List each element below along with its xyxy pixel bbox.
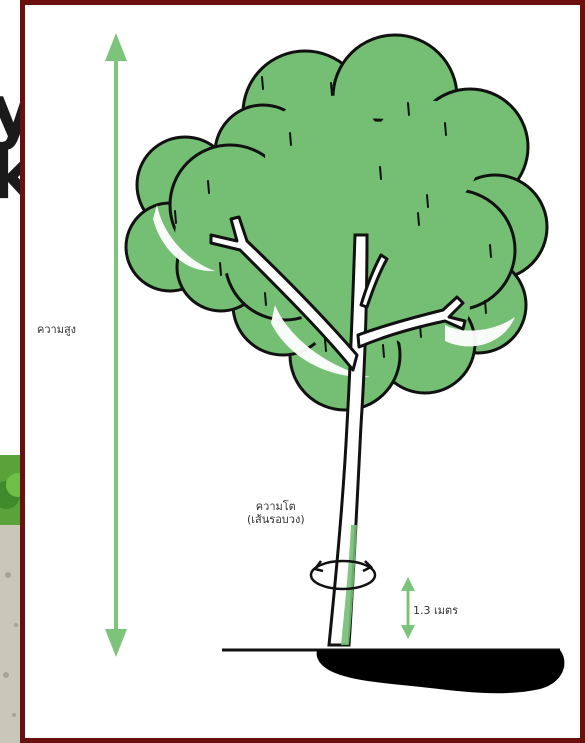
diagram-frame: ความสูง ความโต (เส้นรอบวง) 1.3 เมตร — [20, 0, 585, 743]
girth-label: ความโต (เส้นรอบวง) — [247, 500, 305, 526]
tree-height-label: ความสูง — [37, 323, 76, 336]
girth-label-line2: (เส้นรอบวง) — [247, 513, 305, 526]
ground-shadow — [317, 650, 565, 693]
girth-label-line1: ความโต — [247, 500, 305, 513]
height-arrow — [105, 33, 127, 657]
tree-measurement-diagram — [25, 5, 580, 738]
breast-height-label: 1.3 เมตร — [413, 604, 458, 617]
